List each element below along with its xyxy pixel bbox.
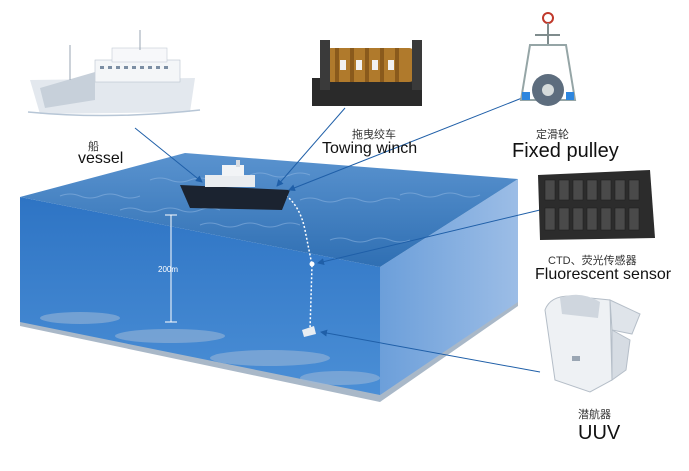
pulley-image [521,13,575,106]
depth-label: 200m [158,265,178,274]
sensor-en-label: Fluorescent sensor [535,266,671,284]
uuv-en-label: UUV [578,422,620,445]
vessel-en-label: vessel [78,150,123,168]
ferry-image [20,30,205,125]
pulley-en-label: Fixed pulley [512,140,619,163]
ctd-marker [310,262,315,267]
winch-image [312,40,422,106]
winch-en-label: Towing winch [322,140,417,158]
uuv-image [545,295,640,392]
uuv-cn-label: 潜航器 [578,406,611,422]
sensor-array-image [538,170,655,240]
